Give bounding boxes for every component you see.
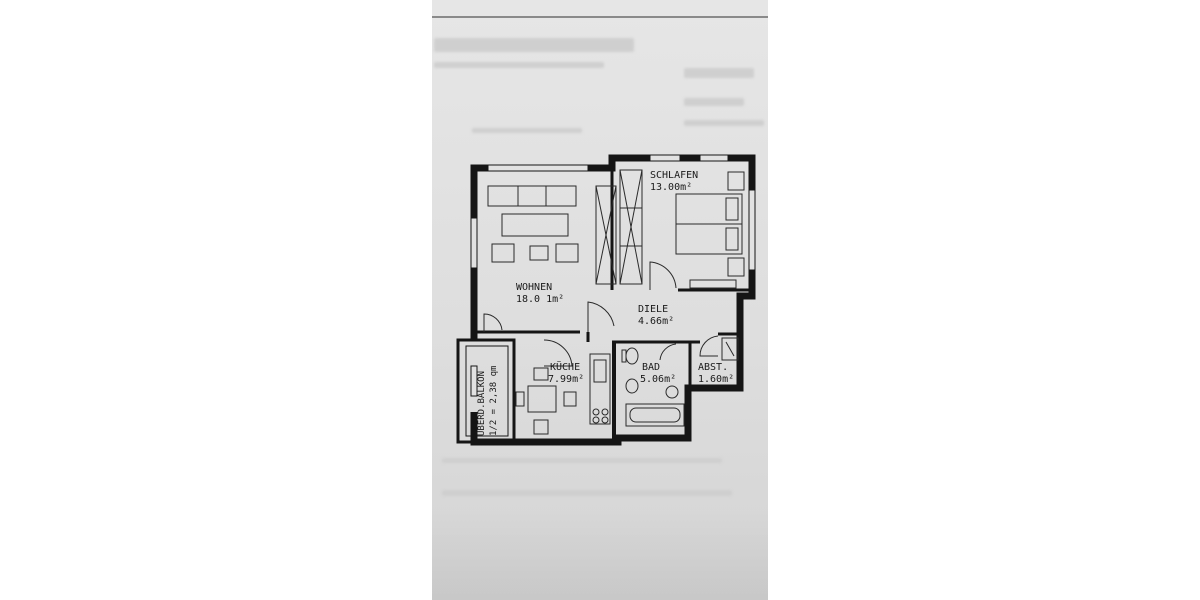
door-bad — [659, 343, 677, 361]
room-area-wohnen: 18.0 1m² — [516, 294, 564, 305]
armchair-left — [491, 243, 515, 263]
ghost-block — [472, 128, 582, 133]
sofa — [487, 185, 577, 207]
room-name-balkon: ÜBERD.BALKON — [476, 371, 487, 436]
door-schlafen-diele — [649, 261, 677, 290]
chair — [533, 367, 549, 381]
boiler — [721, 337, 739, 361]
chair — [533, 419, 549, 435]
nightstand — [727, 171, 745, 191]
window-wohnen-top — [487, 164, 589, 172]
boiler-line — [725, 341, 735, 357]
wardrobe-inner — [619, 169, 643, 285]
washbasin — [625, 378, 639, 394]
furniture — [487, 169, 745, 435]
toilet-tank — [621, 349, 627, 363]
ghost-block — [434, 62, 604, 68]
doors — [483, 261, 719, 367]
room-area-diele: 4.66m² — [638, 316, 674, 327]
door-wohnen-balkon — [483, 313, 503, 332]
room-name-wohnen: WOHNEN — [516, 282, 552, 293]
bathtub-inner — [629, 407, 681, 423]
stove-burner — [592, 416, 600, 424]
window-schlafen-top-2 — [699, 154, 729, 162]
window-schlafen-top-1 — [649, 154, 681, 162]
kitchen-counter — [589, 353, 611, 425]
stove-burner — [601, 408, 609, 416]
walls — [470, 154, 756, 446]
ghost-block — [434, 38, 634, 52]
balcony — [456, 338, 516, 444]
sink — [593, 359, 607, 383]
ghost-block — [684, 98, 744, 106]
room-name-abst: ABST. — [698, 362, 728, 373]
nightstand — [727, 257, 745, 277]
tv-table — [529, 245, 549, 261]
sheet-top-rule — [432, 16, 768, 18]
ghost-block — [442, 458, 722, 463]
ghost-block — [684, 68, 754, 78]
balcony-rail — [465, 345, 509, 437]
windows — [470, 154, 756, 397]
room-name-schlafen: SCHLAFEN — [650, 170, 698, 181]
window-wohnen-left — [470, 217, 478, 269]
sheet-shadow — [432, 510, 768, 600]
bathtub — [625, 403, 685, 427]
pillow — [725, 197, 739, 221]
chair — [515, 391, 525, 407]
room-area-balkon: 1/2 = 2,38 qm — [489, 366, 499, 436]
door-kueche — [543, 339, 573, 367]
armchair-right — [555, 243, 579, 263]
room-name-diele: DIELE — [638, 304, 668, 315]
wardrobe-cross — [595, 185, 617, 285]
coffee-table — [501, 213, 569, 237]
ghost-block — [684, 120, 764, 126]
chair — [563, 391, 577, 407]
door-abst — [699, 335, 719, 357]
dining-table — [527, 385, 557, 413]
room-area-schlafen: 13.00m² — [650, 182, 692, 193]
stove-burner — [601, 416, 609, 424]
wardrobe-cross — [619, 169, 643, 285]
toilet — [625, 347, 639, 365]
balcony-outline — [456, 338, 516, 444]
paper-sheet: ​ — [432, 0, 768, 600]
window-kueche-left — [470, 365, 478, 397]
ghost-block — [442, 490, 732, 496]
stove-burner — [592, 408, 600, 416]
pillow — [725, 227, 739, 251]
dresser — [689, 279, 737, 289]
room-labels: SCHLAFEN 13.00m² WOHNEN 18.0 1m² DIELE 4… — [476, 170, 734, 436]
window-schlafen-right — [748, 189, 756, 271]
room-area-kueche: 7.99m² — [548, 374, 584, 385]
door-wohnen-diele — [587, 301, 615, 332]
room-area-abst: 1.60m² — [698, 374, 734, 385]
wardrobe-outer — [595, 185, 617, 285]
outer-wall — [470, 154, 756, 446]
washbasin-round — [665, 385, 679, 399]
room-name-kueche: KÜCHE — [550, 360, 580, 373]
room-name-bad: BAD — [642, 362, 660, 373]
room-area-bad: 5.06m² — [640, 374, 676, 385]
